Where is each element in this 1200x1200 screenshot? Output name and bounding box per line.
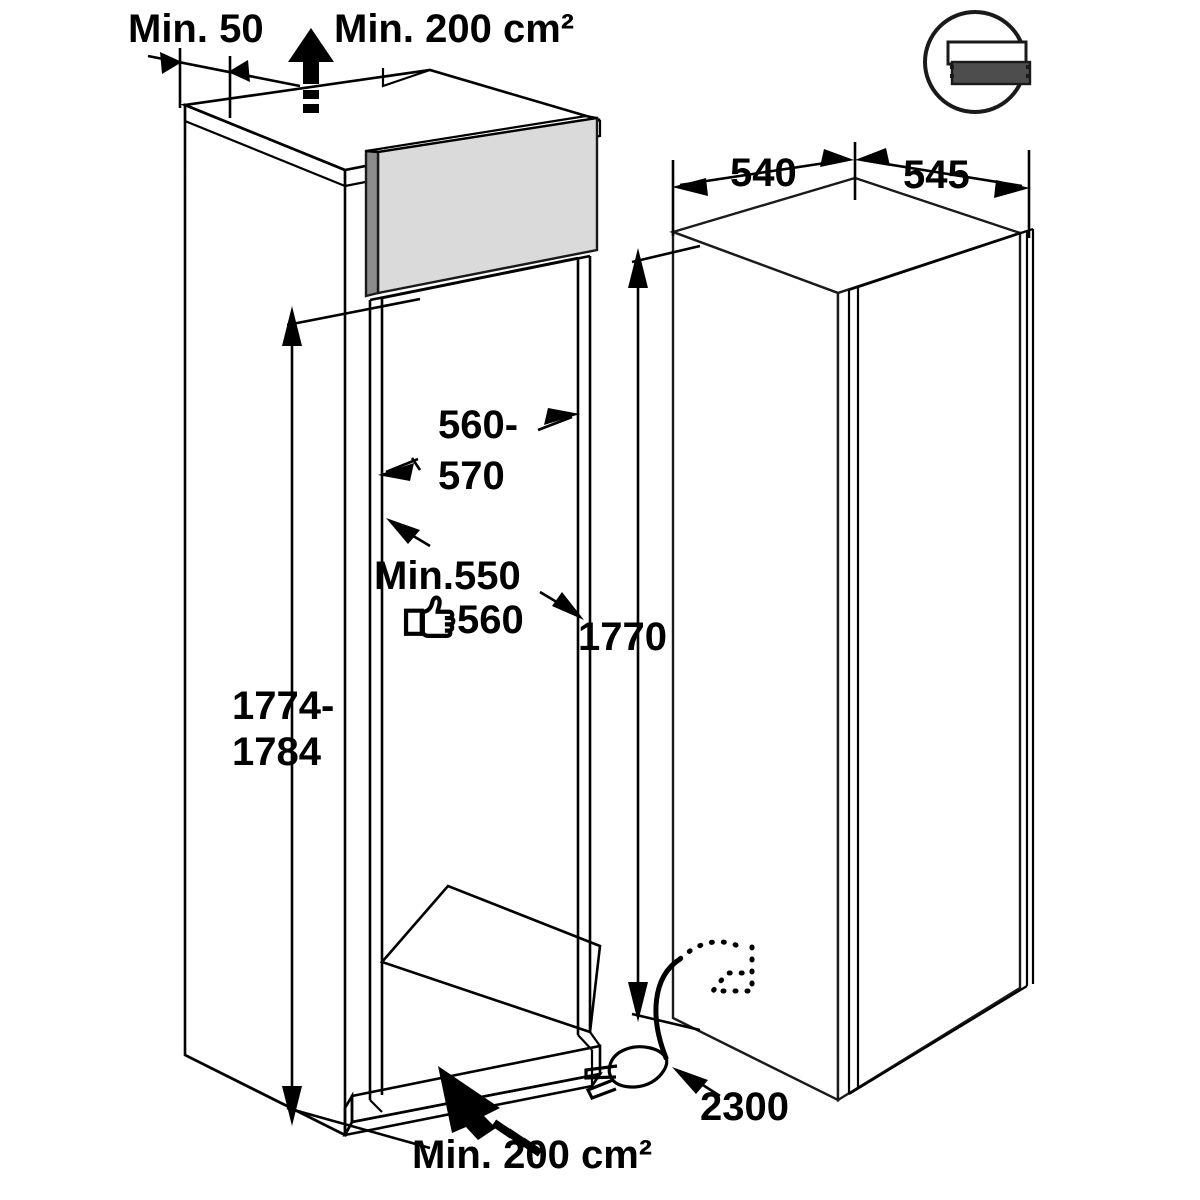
ventilation-filler-panel-top-sliver [365,114,598,154]
appliance-width-right-label: 545 [903,153,970,197]
fixed-hinge-icon [923,10,1032,114]
niche-floor-face [379,884,602,1034]
min50-arrow-left-icon [160,52,182,74]
niche-cabinet-group [180,68,603,1138]
width-545-arrow-left-icon [855,148,890,166]
appliance-height-label: 1770 [578,615,667,659]
airflow-top-group: Min. 200 cm² [288,7,574,113]
niche-height-label-line2: 1784 [232,730,322,774]
socket-outline-dotted-icon [707,944,755,994]
min50-dimension-group: Min. 50 [128,7,301,118]
width-540-dim-line [679,158,846,187]
niche-depth-min-arrow-icon [386,518,420,544]
width-540-arrow-left-icon [672,178,708,196]
hinge-badge-dots [950,65,1030,78]
niche-width-label-line2: 570 [438,454,505,498]
appliance-height-bottom-leader [631,1012,701,1032]
plinth-front-face [350,1044,602,1124]
min50-label: Min. 50 [128,7,264,51]
niche-depth-min-label: Min.550 [374,554,521,598]
min200-top-label: Min. 200 cm² [334,7,574,51]
niche-width-dimension-group: 560- 570 [378,403,580,498]
appliance-side-face [836,231,1022,1103]
appliance-front-face [671,230,840,1102]
power-cable-group: 2300 [584,939,789,1129]
niche-width-left-leader-2 [385,457,419,474]
niche-height-top-leader [286,297,421,327]
airflow-in-dashes-icon [491,1119,543,1157]
thumbs-up-icon [403,595,456,638]
appliance-height-dimension-group: 1770 [578,244,701,1032]
niche-height-arrow-bottom-icon [282,1086,302,1126]
plinth-right-connector-2 [577,1034,593,1051]
niche-depth-dimension-group: Min.550 560 [374,518,584,642]
cable-length-label: 2300 [700,1085,789,1129]
airflow-up-dash-1-icon [303,90,319,99]
airflow-in-arrow-icon [438,1066,500,1140]
min200-bottom-label: Min. 200 cm² [412,1133,652,1177]
cable-length-arrow-icon [672,1067,708,1094]
niche-height-label-line1: 1774- [232,684,334,728]
plinth-left-connector [369,1099,383,1113]
airflow-bottom-group: Min. 200 cm² [412,1066,652,1177]
niche-height-bottom-leader [286,1106,431,1150]
width-545-arrow-right-icon [994,180,1030,198]
airflow-up-arrow-icon [288,28,334,84]
cabinet-bottom-edge [184,1053,346,1137]
niche-depth-rec-arrow-icon [552,592,584,620]
airflow-up-dash-2-icon [303,104,319,113]
niche-width-right-leader [537,415,573,432]
cabinet-top-rear-lip [381,68,431,88]
appliance-height-top-leader [631,244,701,264]
niche-height-arrow-top-icon [282,306,302,346]
power-plug-icon [584,1045,669,1101]
niche-width-arrow-left-icon [378,463,414,481]
power-cable-line [653,956,683,1061]
niche-width-label-line1: 560- [438,403,518,447]
ventilation-filler-panel-edge [364,149,380,298]
appliance-door-top-gap-2 [857,227,1034,289]
appliance-height-arrow-bottom-icon [628,982,648,1022]
cabinet-left-side-panel [183,103,347,1138]
plinth-right-connector [589,1031,601,1047]
cabinet-top-front-lip [183,105,347,188]
min50-arrow-right-icon [228,60,250,82]
appliance-group [669,176,1035,1103]
hinge-badge-bottom-panel [950,60,1032,86]
appliance-height-arrow-top-icon [628,248,648,288]
appliance-bottom-gap-line [848,985,1028,1095]
niche-opening-top-edge-outer [369,256,579,302]
width-540-arrow-right-icon [820,149,854,167]
niche-height-dimension-group: 1774- 1784 [232,297,431,1150]
niche-width-arrow-right-icon [544,408,580,425]
hinge-badge-top-panel [946,40,1028,66]
niche-depth-recommended-label: 560 [457,598,524,642]
appliance-width-left-label: 540 [730,151,797,195]
appliance-width-dimension-group: 540 545 [671,142,1031,238]
